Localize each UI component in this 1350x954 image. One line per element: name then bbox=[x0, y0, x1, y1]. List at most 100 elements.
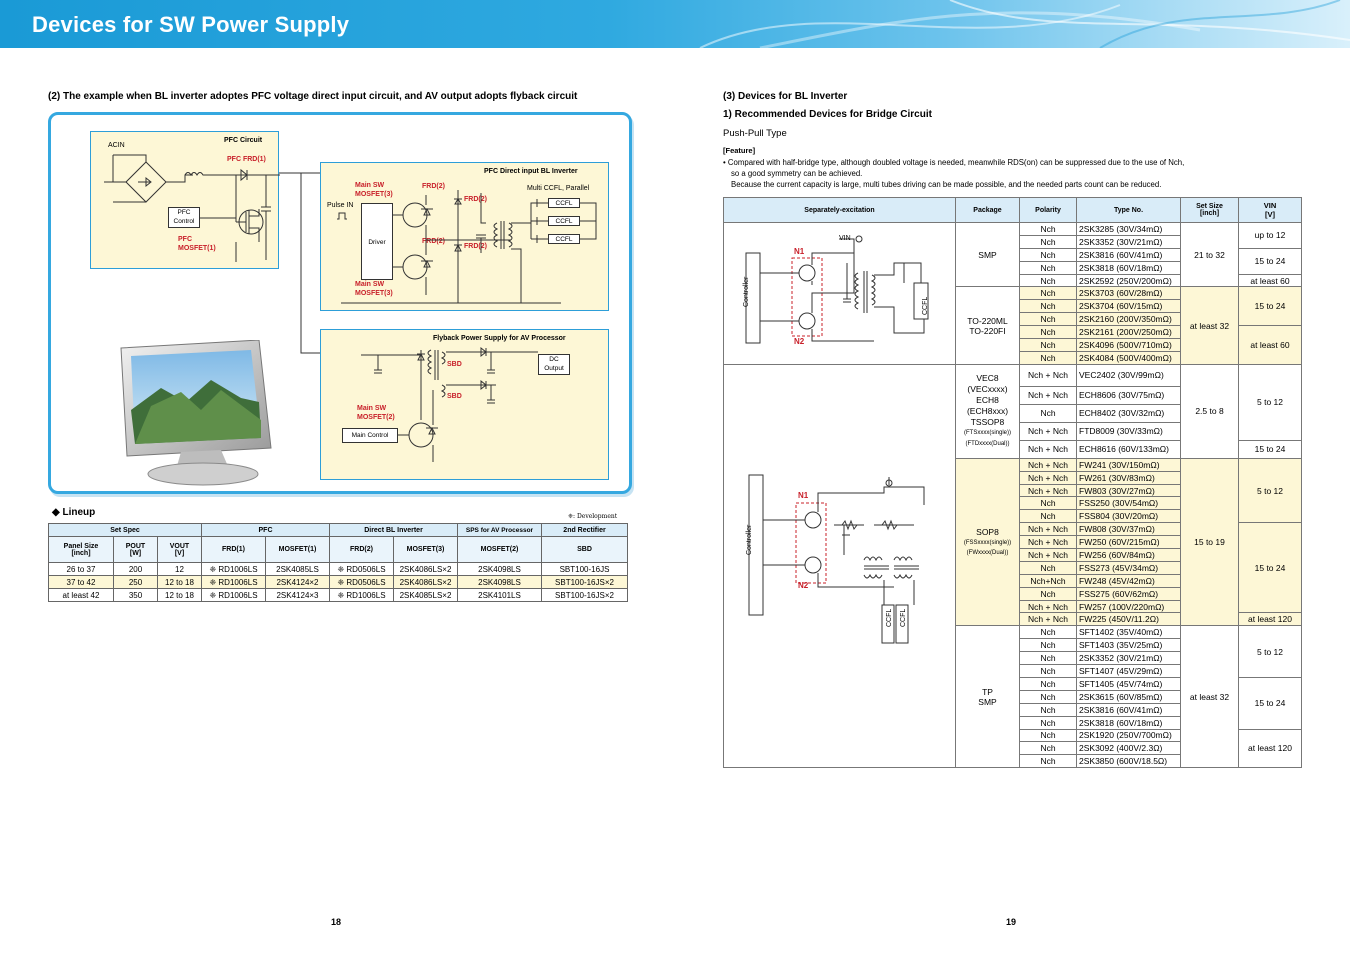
type-no-cell: 2SK3703 (60V/28mΩ) bbox=[1076, 286, 1181, 301]
development-note: ❈: Development bbox=[568, 513, 618, 520]
polarity-cell: Nch bbox=[1019, 273, 1077, 288]
polarity-cell: Nch + Nch bbox=[1019, 612, 1077, 627]
table-cell: 2SK4085LS×2 bbox=[393, 588, 458, 602]
polarity-cell: Nch bbox=[1019, 312, 1077, 327]
package-cell: SMP bbox=[955, 221, 1020, 288]
table-cell: SBT100-16JS×2 bbox=[541, 575, 628, 589]
frd2-label-a: FRD(2) bbox=[422, 183, 445, 190]
push-pull-type: Push-Pull Type bbox=[723, 128, 787, 139]
vin-cell: 15 to 24 bbox=[1238, 286, 1302, 327]
polarity-cell: Nch bbox=[1019, 325, 1077, 340]
column-header: MOSFET(3) bbox=[393, 536, 458, 563]
main-control-block: Main Control bbox=[342, 428, 398, 443]
table-cell: 2SK4101LS bbox=[457, 588, 542, 602]
package-cell: TO-220ML TO-220FI bbox=[955, 286, 1020, 365]
main-sw-label-1: Main SW MOSFET(3) bbox=[355, 182, 393, 198]
multi-ccfl-label: Multi CCFL, Parallel bbox=[527, 185, 590, 192]
type-no-cell: SFT1407 (45V/29mΩ) bbox=[1076, 664, 1181, 678]
column-header: POUT [W] bbox=[113, 536, 158, 563]
type-no-cell: 2SK4096 (500V/710mΩ) bbox=[1076, 338, 1181, 352]
vin-cell: 15 to 24 bbox=[1238, 439, 1302, 459]
polarity-cell: Nch bbox=[1019, 403, 1077, 423]
lineup-title: Lineup bbox=[62, 507, 96, 518]
table-cell: 12 to 18 bbox=[157, 575, 202, 589]
type-no-cell: SFT1402 (35V/40mΩ) bbox=[1076, 625, 1181, 640]
type-no-cell: 2SK3816 (60V/41mΩ) bbox=[1076, 247, 1181, 262]
table-cell: 2SK4086LS×2 bbox=[393, 575, 458, 589]
lineup-table: Set Spec PFC Direct BL Inverter SPS for … bbox=[48, 523, 628, 602]
column-header: MOSFET(2) bbox=[457, 536, 542, 563]
group-header: Set Spec bbox=[48, 523, 202, 537]
type-no-cell: 2SK3850 (600V/18.5Ω) bbox=[1076, 754, 1181, 769]
polarity-cell: Nch bbox=[1019, 286, 1077, 301]
ccfl-label: CCFL bbox=[922, 296, 929, 315]
polarity-cell: Nch bbox=[1019, 509, 1077, 524]
set-size-cell: 15 to 19 bbox=[1180, 457, 1239, 627]
type-no-cell: FW250 (60V/215mΩ) bbox=[1076, 535, 1181, 550]
polarity-cell: Nch+Nch bbox=[1019, 573, 1077, 588]
set-size-cell: 21 to 32 bbox=[1180, 221, 1239, 288]
package-cell: VEC8 (VECxxxx) ECH8 (ECH8xxx) TSSOP8 (FT… bbox=[955, 363, 1020, 459]
column-header: FRD(2) bbox=[329, 536, 394, 563]
lcd-monitor-image bbox=[120, 340, 272, 486]
type-no-cell: SFT1405 (45V/74mΩ) bbox=[1076, 676, 1181, 691]
table-cell: 2SK4098LS bbox=[457, 575, 542, 589]
table-cell: ❈ RD1006LS bbox=[201, 575, 266, 589]
type-no-cell: 2SK3352 (30V/21mΩ) bbox=[1076, 234, 1181, 249]
vin-cell: 5 to 12 bbox=[1238, 363, 1302, 441]
header-light-streaks bbox=[699, 0, 1350, 48]
feature-label: [Feature] bbox=[723, 146, 756, 155]
polarity-cell: Nch bbox=[1019, 728, 1077, 743]
column-header: Set Size [inch] bbox=[1180, 197, 1239, 223]
table-cell: ❈ RD1006LS bbox=[201, 562, 266, 576]
pfc-schematic bbox=[104, 154, 280, 262]
type-no-cell: 2SK3818 (60V/18mΩ) bbox=[1076, 715, 1181, 730]
type-no-cell: VEC2402 (30V/99mΩ) bbox=[1076, 363, 1181, 387]
type-no-cell: FW808 (30V/37mΩ) bbox=[1076, 522, 1181, 537]
type-no-cell: FW261 (30V/83mΩ) bbox=[1076, 470, 1181, 485]
page-title: Devices for SW Power Supply bbox=[32, 12, 350, 37]
package-name: VEC8 (VECxxxx) ECH8 (ECH8xxx) TSSOP8 bbox=[966, 372, 1009, 427]
bl-inverter-box: PFC Direct input BL Inverter Main SW MOS… bbox=[320, 162, 609, 311]
polarity-cell: Nch bbox=[1019, 741, 1077, 756]
polarity-cell: Nch bbox=[1019, 586, 1077, 601]
column-header: VOUT [V] bbox=[157, 536, 202, 563]
sbd-label-1: SBD bbox=[447, 361, 462, 368]
package-cell: SOP8 (FSSxxxx(single)) (FWxxxx(Dual)) bbox=[955, 457, 1020, 627]
diamond-bullet-icon: ◆ bbox=[52, 507, 60, 518]
vin-cell: 5 to 12 bbox=[1238, 625, 1302, 678]
polarity-cell: Nch bbox=[1019, 350, 1077, 365]
ccfl-label-1: CCFL bbox=[886, 608, 893, 627]
group-header: SPS for AV Processor bbox=[457, 523, 542, 537]
table-cell: ❈ RD1006LS bbox=[201, 588, 266, 602]
type-no-cell: ECH8616 (60V/133mΩ) bbox=[1076, 439, 1181, 459]
bl-inverter-schematic bbox=[337, 190, 597, 304]
type-no-cell: FW803 (30V/27mΩ) bbox=[1076, 483, 1181, 498]
type-no-cell: 2SK2592 (250V/200mΩ) bbox=[1076, 273, 1181, 288]
n2-label: N2 bbox=[794, 337, 805, 346]
table-cell: 200 bbox=[113, 562, 158, 576]
pfc-circuit-box: ACIN PFC Circuit PFC FRD(1) PFC Control … bbox=[90, 131, 280, 269]
column-header: SBD bbox=[541, 536, 628, 563]
package-note: (FSSxxxx(single)) (FWxxxx(Dual)) bbox=[963, 539, 1012, 556]
polarity-cell: Nch bbox=[1019, 715, 1077, 730]
column-header: Package bbox=[955, 197, 1020, 223]
column-header: FRD(1) bbox=[201, 536, 266, 563]
controller-label: Controller bbox=[746, 524, 753, 555]
polarity-cell: Nch bbox=[1019, 234, 1077, 249]
polarity-cell: Nch + Nch bbox=[1019, 421, 1077, 441]
page-header: Devices for SW Power Supply bbox=[0, 0, 1350, 48]
n2-label: N2 bbox=[798, 580, 809, 590]
vin-cell: 15 to 24 bbox=[1238, 247, 1302, 275]
vin-cell: 5 to 12 bbox=[1238, 457, 1302, 524]
table-cell: 2SK4085LS bbox=[265, 562, 330, 576]
package-cell: TP SMP bbox=[955, 625, 1020, 769]
table-cell: 350 bbox=[113, 588, 158, 602]
vin-cell: at least 120 bbox=[1238, 728, 1302, 769]
vin-cell: 15 to 24 bbox=[1238, 676, 1302, 730]
feature-line: • Compared with half-bridge type, althou… bbox=[723, 158, 1185, 167]
polarity-cell: Nch + Nch bbox=[1019, 548, 1077, 562]
set-size-cell: at least 32 bbox=[1180, 286, 1239, 365]
polarity-cell: Nch + Nch bbox=[1019, 483, 1077, 498]
